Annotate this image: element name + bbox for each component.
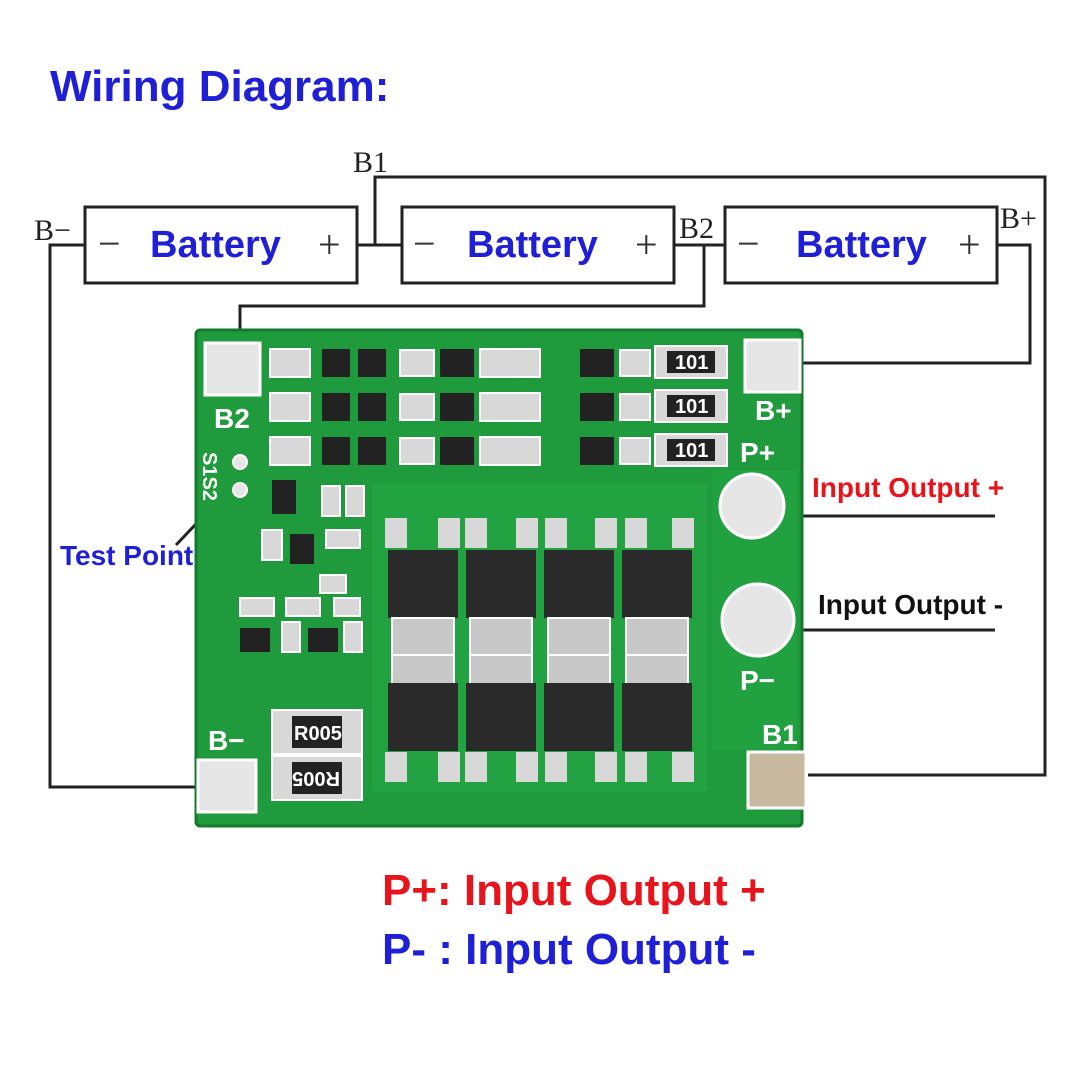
test-point-s2 <box>232 482 248 498</box>
bms-board: 101 101 <box>194 328 808 828</box>
control-section: S1S2 <box>198 452 365 653</box>
pad-p-plus <box>718 472 786 540</box>
callout-test-point: Test Point <box>60 540 193 571</box>
pad-b2 <box>203 341 262 397</box>
node-label-b1: B1 <box>353 146 388 179</box>
pad-b1 <box>746 750 808 810</box>
silkscreen-s1s2: S1S2 <box>198 452 220 501</box>
mosfet-row-top <box>385 518 694 659</box>
wire-b1-main <box>373 175 1047 777</box>
legend-p-minus: P- : Input Output - <box>382 925 756 974</box>
pad-label-b-plus: B+ <box>755 395 792 426</box>
legend-p-plus: P+: Input Output + <box>382 866 766 915</box>
balance-row-2: 101 <box>269 389 728 423</box>
resistor-label-row-3: 101 <box>675 440 708 462</box>
pad-label-b1: B1 <box>762 719 798 750</box>
pad-label-b-minus: B− <box>208 725 245 756</box>
battery-1-label: Battery <box>150 224 281 266</box>
wire-b-plus <box>800 243 1032 365</box>
battery-3-plus: + <box>958 222 981 267</box>
battery-1: − Battery + <box>83 205 359 285</box>
battery-1-minus: − <box>98 221 121 266</box>
battery-1-plus: + <box>318 222 341 267</box>
battery-2-minus: − <box>413 221 436 266</box>
balance-row-1: 101 <box>269 345 728 379</box>
test-point-s1 <box>232 454 248 470</box>
battery-2-plus: + <box>635 222 658 267</box>
node-label-b-plus: B+ <box>1000 202 1037 235</box>
pad-b-minus <box>196 758 258 814</box>
pad-label-p-minus: P− <box>740 665 775 696</box>
resistor-label-row-1: 101 <box>675 352 708 374</box>
battery-3: − Battery + <box>723 205 999 285</box>
battery-pack: − Battery + − Battery + − Battery + <box>83 205 999 285</box>
pad-b-plus <box>743 338 802 394</box>
pad-label-p-plus: P+ <box>740 437 775 468</box>
pad-p-minus <box>720 582 796 658</box>
shunt-label-2: R005 <box>292 767 340 789</box>
balance-circuit: 101 101 <box>269 345 728 467</box>
battery-3-label: Battery <box>796 224 927 266</box>
battery-2: − Battery + <box>400 205 676 285</box>
shunt-label-1: R005 <box>294 723 342 745</box>
wire-b-minus <box>48 243 200 789</box>
mosfet-array <box>385 518 694 782</box>
battery-3-minus: − <box>737 221 760 266</box>
mosfet-row-bottom <box>385 654 694 782</box>
pad-label-b2: B2 <box>214 403 250 434</box>
battery-2-label: Battery <box>467 224 598 266</box>
current-shunts: R005 R005 <box>271 709 363 801</box>
resistor-label-row-2: 101 <box>675 396 708 418</box>
diagram-title: Wiring Diagram: <box>50 62 390 111</box>
node-label-b-minus: B− <box>34 214 71 247</box>
callout-input-output-minus: Input Output - <box>818 589 1003 620</box>
balance-row-3: 101 <box>269 433 728 467</box>
node-label-b2: B2 <box>679 212 714 245</box>
callout-input-output-plus: Input Output + <box>812 472 1004 503</box>
